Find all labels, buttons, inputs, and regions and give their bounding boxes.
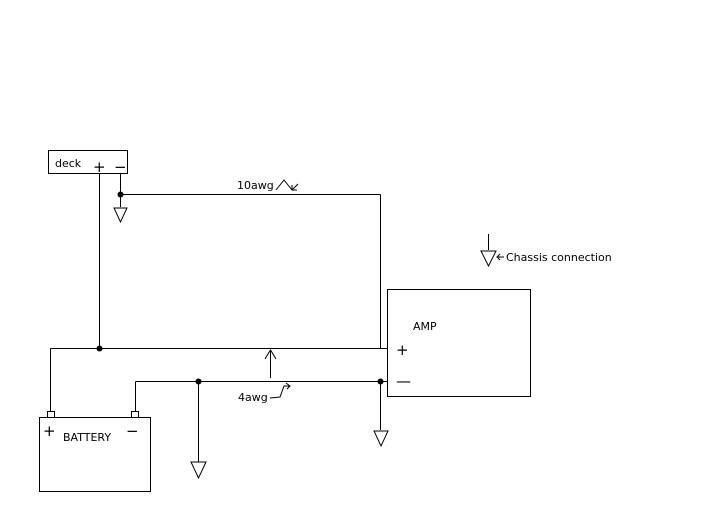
amp-label: AMP (413, 320, 437, 333)
deck-unit: deck + − (48, 150, 128, 176)
battery-positive-terminal (47, 411, 55, 418)
power-wire-gauge-label: 4awg (238, 391, 268, 404)
amp-box (387, 289, 531, 397)
amp-minus-symbol: — (396, 372, 411, 390)
battery-plus-symbol: + (43, 422, 56, 440)
deck-box (48, 150, 128, 174)
legend-chassis-ground-icon (480, 250, 497, 268)
battery-minus-symbol: − (126, 422, 139, 440)
legend-chassis-label: Chassis connection (506, 251, 612, 264)
amp-plus-symbol: + (396, 341, 409, 359)
ground-wire-arrow-icon (269, 382, 291, 399)
deck-label: deck (55, 157, 82, 170)
legend-pointer-icon (496, 253, 504, 261)
deck-plus-symbol: + (93, 158, 106, 176)
battery-box (39, 417, 151, 492)
legend: Chassis connection (480, 234, 612, 268)
power-wire-arrowhead-icon (264, 349, 277, 360)
battery-label: BATTERY (63, 431, 111, 444)
remote-wire-arrow-icon (275, 179, 299, 191)
deck-minus-symbol: − (114, 158, 127, 176)
positive-junction-dot (96, 345, 103, 352)
deck-chassis-ground-icon (113, 207, 128, 224)
battery-chassis-ground-icon (190, 461, 207, 480)
battery-negative-terminal (131, 411, 139, 418)
battery-unit: + − BATTERY (39, 411, 151, 492)
remote-wire-gauge-label: 10awg (237, 179, 274, 192)
amp-chassis-ground-icon (373, 430, 389, 448)
amp-unit: AMP + — (387, 289, 531, 397)
